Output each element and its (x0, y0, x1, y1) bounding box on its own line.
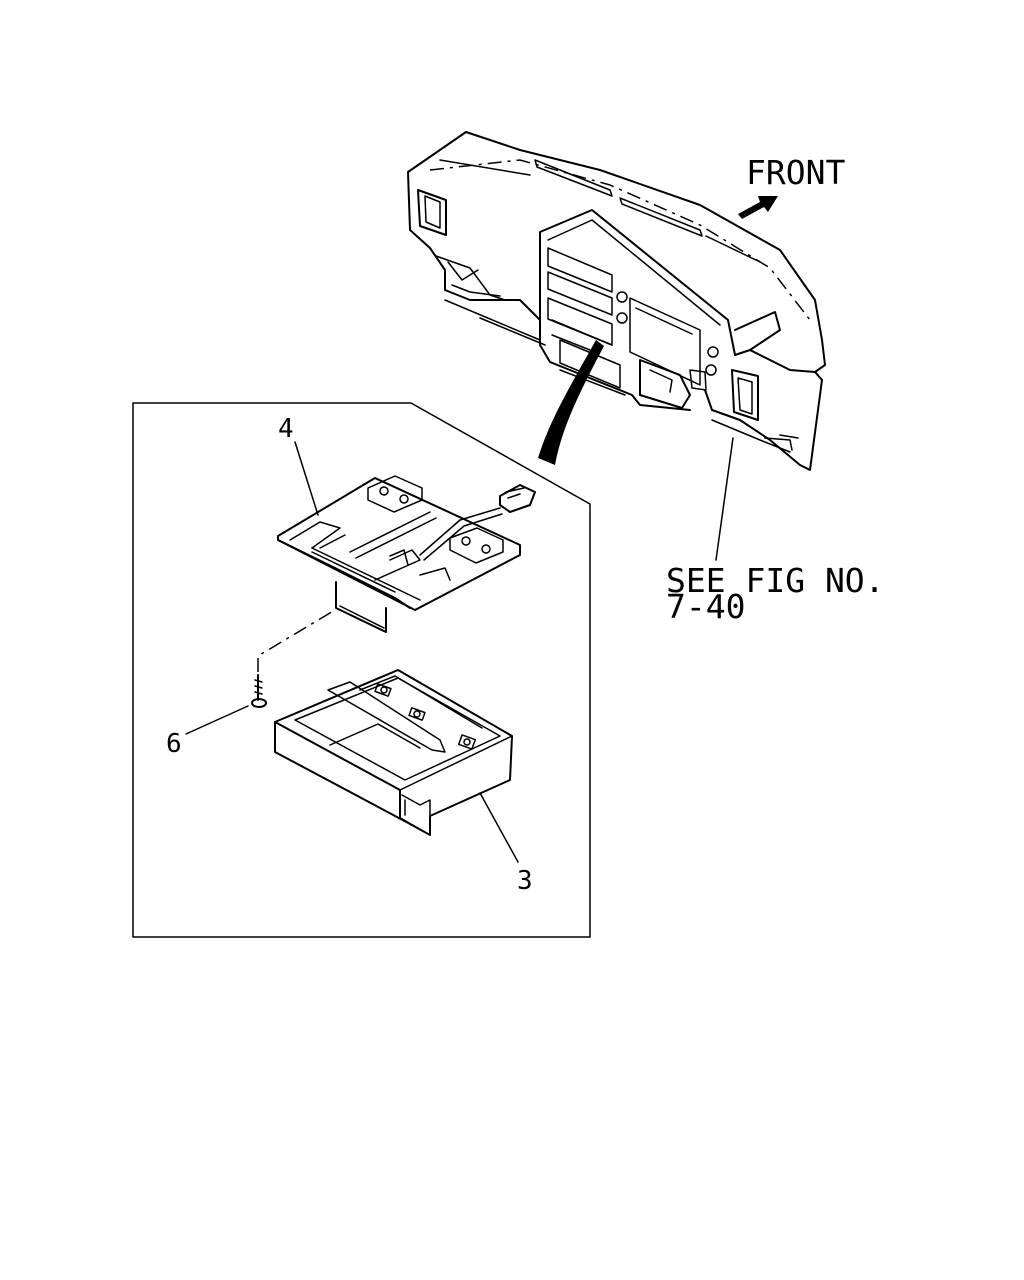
front-label: FRONT (746, 153, 845, 192)
instrument-panel-illustration (407, 131, 826, 471)
part-6-screw (251, 674, 267, 708)
assembly-line (257, 609, 336, 672)
arrow-up-right-icon (738, 196, 778, 219)
part-4-bracket (277, 475, 536, 633)
detail-frame (132, 402, 591, 938)
part-3-tray (274, 669, 513, 836)
see-fig-label-line2: 7-40 (666, 587, 745, 626)
callout-6-leader (185, 705, 249, 735)
see-fig-leader-line (715, 437, 734, 561)
see-fig-label-line1: SEE FIG NO. (666, 561, 885, 600)
pointer-swoosh (538, 340, 604, 465)
callout-4-label: 4 (278, 414, 294, 444)
callout-4-leader (294, 441, 319, 516)
callout-3-leader (479, 792, 519, 863)
callout-3-label: 3 (517, 866, 533, 896)
callout-6-label: 6 (166, 729, 182, 759)
